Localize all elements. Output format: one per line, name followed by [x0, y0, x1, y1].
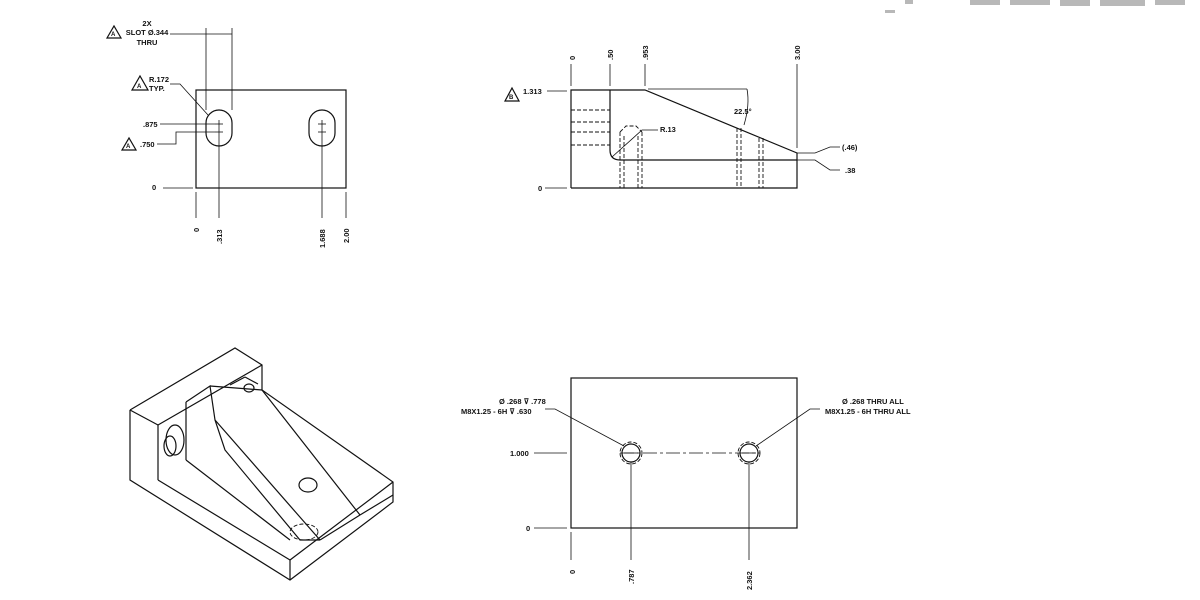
radius-typ: TYP.: [149, 84, 165, 93]
flag-letter: A: [111, 32, 116, 38]
hole-right-note-1: Ø .268 THRU ALL: [842, 397, 904, 406]
blurred-header-strip: [885, 0, 1185, 13]
origin-x-bottom: 0: [568, 570, 577, 574]
front-hidden-lines: [571, 109, 764, 188]
origin-y-top: 0: [152, 183, 156, 192]
svg-text:B: B: [509, 95, 514, 101]
bottom-view-outline: [570, 377, 798, 529]
hole-right-note-2: M8X1.25 - 6H THRU ALL: [825, 407, 911, 416]
bottom-view: Ø .268 ⊽ .778 M8X1.25 - 6H ⊽ .630 Ø .268…: [461, 377, 911, 590]
slot-note-line-1: 2X: [142, 19, 151, 28]
dim-1688: 1.688: [318, 229, 327, 248]
radius-note: A R.172 TYP.: [130, 74, 209, 116]
angle-dim: 22.5°: [734, 107, 752, 116]
isometric-view: [129, 347, 394, 581]
radius-value: R.172: [149, 75, 169, 84]
dim-1000: 1.000: [510, 449, 529, 458]
slot-centers: [215, 120, 326, 136]
origin-y-front: 0: [538, 184, 542, 193]
dim-750: .750: [140, 140, 155, 149]
dim-1313: 1.313: [523, 87, 542, 96]
slot-note-line-2: SLOT Ø.344: [126, 28, 169, 37]
dim-38: .38: [845, 166, 855, 175]
hole-left-note-1: Ø .268 ⊽ .778: [499, 397, 546, 406]
slot-width-dim: [170, 28, 233, 110]
dim-300: 3.00: [793, 45, 802, 60]
top-view: A 2X SLOT Ø.344 THRU A R.172 TYP. .875 A…: [105, 19, 351, 248]
front-view: B 1.313 0 0 .50 .953 3.00 22.5° R.13 (.4…: [503, 45, 858, 193]
dim-50: .50: [606, 50, 615, 60]
dim-953: .953: [641, 45, 650, 60]
origin-x-top: 0: [192, 228, 201, 232]
svg-text:A: A: [126, 144, 131, 150]
top-view-outline: [195, 89, 347, 189]
dim-787: .787: [627, 569, 636, 584]
dim-875: .875: [143, 120, 158, 129]
dim-200: 2.00: [342, 228, 351, 243]
hole-left-note-2: M8X1.25 - 6H ⊽ .630: [461, 407, 532, 416]
origin-x-front: 0: [568, 56, 577, 60]
ordinate-x-dims: 0 .313 1.688 2.00: [192, 136, 351, 248]
ordinate-y-dims: .875 A .750 0: [120, 120, 215, 192]
dim-46: (.46): [842, 143, 858, 152]
origin-y-bottom: 0: [526, 524, 530, 533]
radius-front: R.13: [660, 125, 676, 134]
dim-2362: 2.362: [745, 571, 754, 590]
slot-note-line-3: THRU: [137, 38, 158, 47]
svg-text:A: A: [137, 84, 142, 90]
dim-313: .313: [215, 229, 224, 244]
slot-note: A 2X SLOT Ø.344 THRU: [105, 19, 169, 47]
